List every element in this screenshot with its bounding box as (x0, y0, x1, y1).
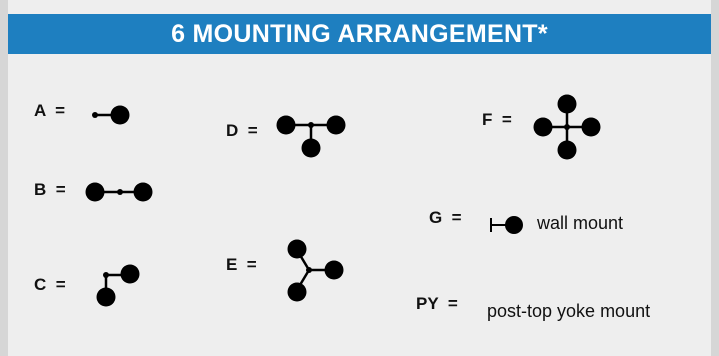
section-header: 6 MOUNTING ARRANGEMENT* (8, 14, 711, 54)
wall-bracket-mount-icon (490, 216, 523, 234)
label-e: E = (226, 255, 257, 274)
single-arm-mount-icon (92, 105, 130, 125)
twin-180-mount-icon (85, 182, 153, 202)
label-d: D = (226, 121, 258, 140)
description-py: post-top yoke mount (487, 301, 651, 321)
label-c: C = (34, 275, 66, 294)
label-g: G = (429, 208, 462, 227)
label-a: A = (34, 101, 66, 120)
section-title: 6 MOUNTING ARRANGEMENT* (171, 19, 548, 48)
triple-90-mount-icon (276, 115, 346, 158)
content-panel (8, 0, 711, 356)
description-g: wall mount (537, 213, 624, 233)
label-py: PY = (416, 294, 458, 313)
quad-90-mount-icon (533, 94, 601, 160)
twin-90-mount-icon (96, 264, 140, 307)
triple-120-mount-icon (287, 239, 344, 302)
label-f: F = (482, 110, 512, 129)
label-b: B = (34, 180, 66, 199)
